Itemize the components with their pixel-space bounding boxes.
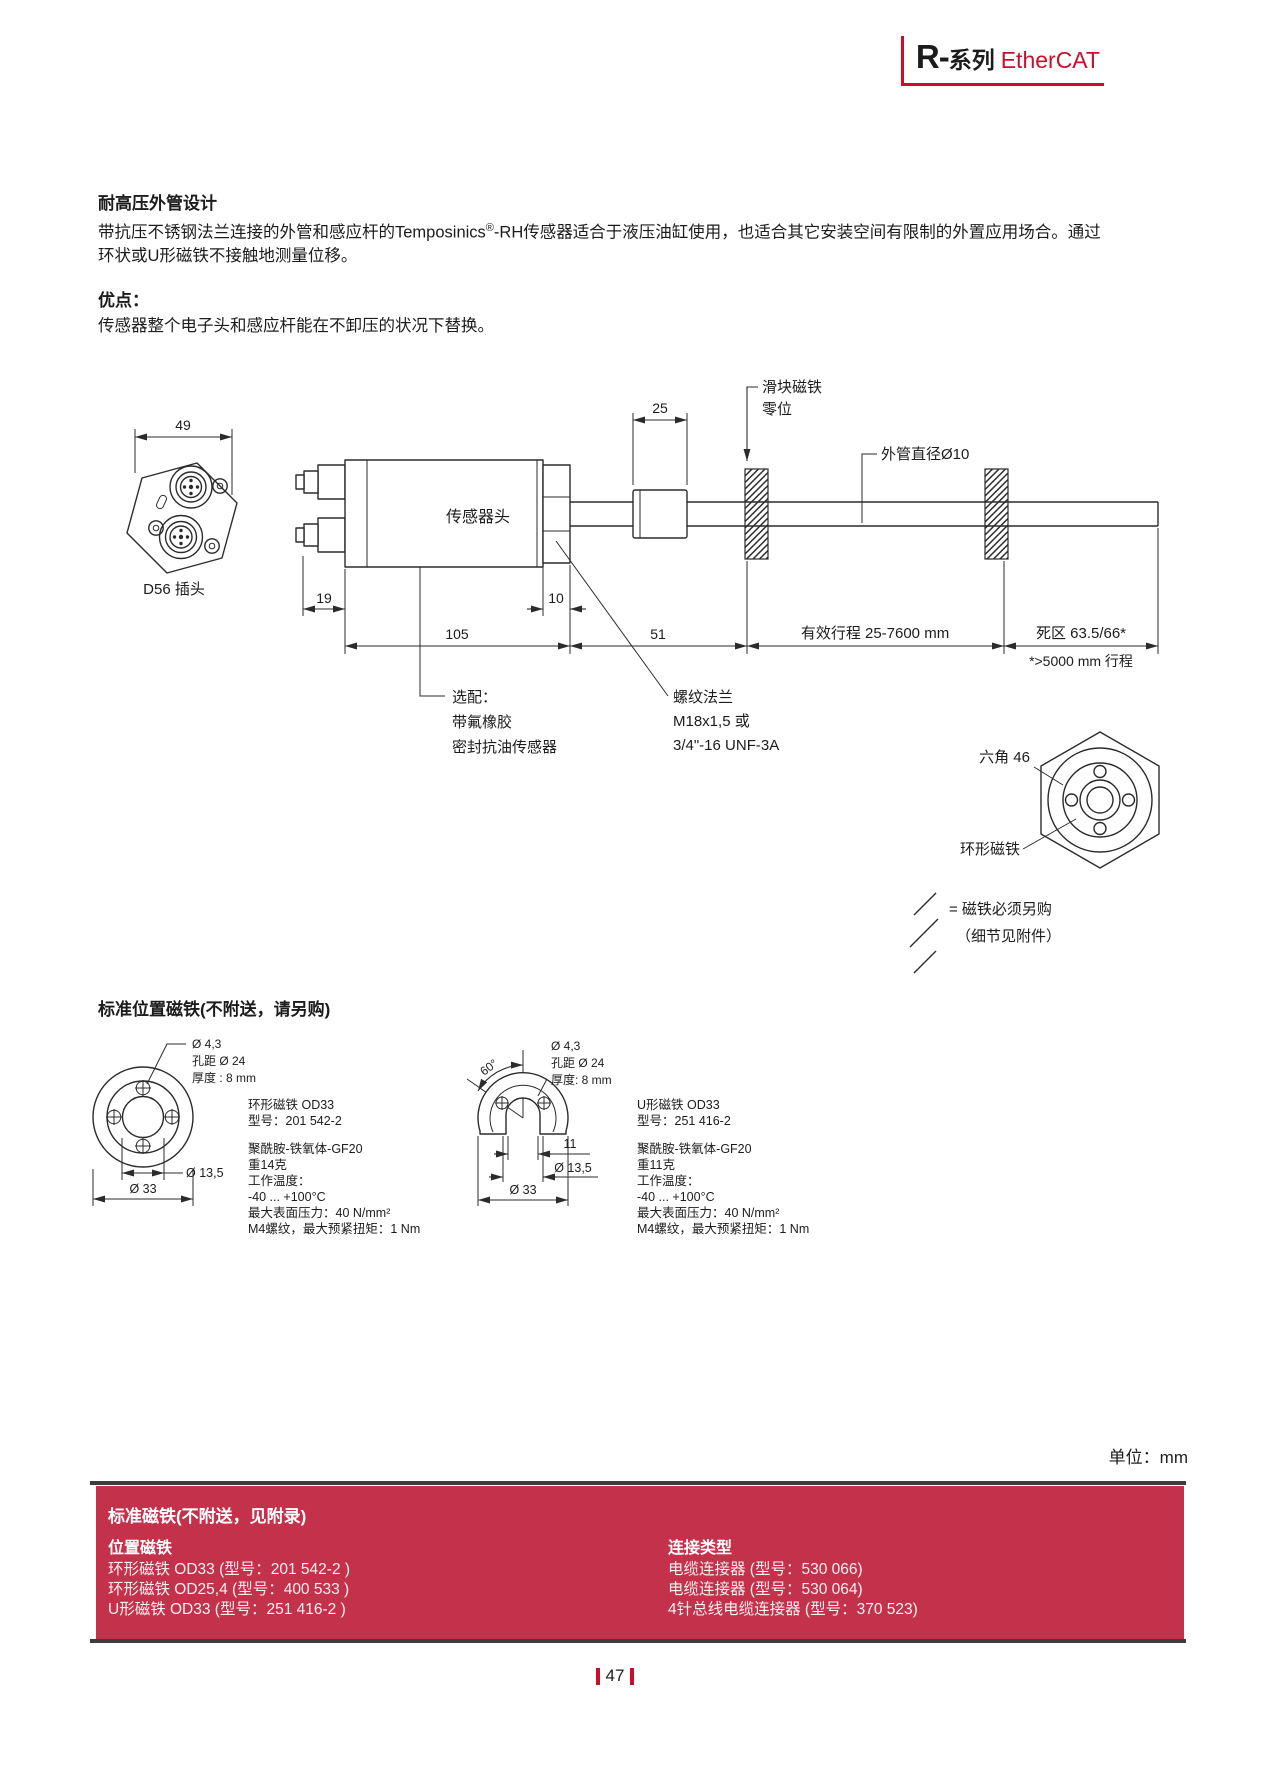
- position-magnet-symbol-end: [984, 468, 1009, 560]
- u-temp-label: 工作温度：: [637, 1174, 700, 1188]
- ring-temp-range: -40 ... +100°C: [248, 1190, 326, 1204]
- position-magnet-item: U形磁铁 OD33 (型号：251 416-2 ): [108, 1601, 346, 1618]
- product-name: EtherCAT: [1000, 47, 1100, 73]
- ring-magnet-specs: 环形磁铁 OD33 型号：201 542-2 聚酰胺-铁氧体-GF20 重14克…: [248, 1097, 420, 1237]
- ring-pitch-dia: 孔距 Ø 24: [192, 1054, 246, 1068]
- ring-outer-dia: Ø 33: [129, 1182, 156, 1196]
- ring-thickness: 厚度 : 8 mm: [192, 1070, 256, 1085]
- dim-105: 105: [445, 626, 469, 642]
- u-magnet-specs: U形磁铁 OD33 型号：251 416-2 聚酰胺-铁氧体-GF20 重11克…: [637, 1097, 809, 1237]
- magnet-note: = 磁铁必须另购 （细节见附件）: [909, 892, 1061, 974]
- dead-zone-dim: 死区 63.5/66*: [1036, 625, 1126, 642]
- page-number-bar-right: [630, 1667, 635, 1685]
- magnet-section-heading: 标准位置磁铁(不附送，请另购): [98, 1000, 331, 1019]
- hex-46-label: 六角 46: [979, 749, 1030, 766]
- intro-paragraph-line2: 环状或U形磁铁不接触地测量位移。: [98, 247, 358, 265]
- sensor-technical-drawing: 49 D56 插头 传感器头: [126, 379, 1160, 974]
- u-name: U形磁铁 OD33: [637, 1098, 720, 1112]
- hatch-legend-icon: [909, 892, 939, 974]
- sensor-side-view: 传感器头: [295, 459, 1159, 568]
- d56-flange-front-view: 49 D56 插头: [126, 417, 238, 598]
- ring-material: 聚酰胺-铁氧体-GF20: [248, 1142, 363, 1156]
- ring-name: 环形磁铁 OD33: [248, 1098, 335, 1112]
- pipe-diameter-label: 外管直径Ø10: [881, 446, 969, 463]
- position-magnet-item: 环形磁铁 OD33 (型号：201 542-2 ): [108, 1561, 351, 1578]
- stroke-footnote: *>5000 mm 行程: [1029, 653, 1133, 669]
- position-magnet-item: 环形磁铁 OD25,4 (型号：400 533 ): [108, 1581, 350, 1598]
- stroke-length-dim: 有效行程 25-7600 mm: [801, 625, 949, 642]
- ring-hole-dia: Ø 4,3: [192, 1037, 222, 1051]
- u-thickness: 厚度: 8 mm: [551, 1072, 612, 1087]
- benefits-heading: 优点：: [98, 291, 149, 310]
- footer-rule-top: [90, 1481, 1186, 1485]
- units-note: 单位：mm: [1108, 1448, 1188, 1467]
- magnet-drawings: Ø 4,3 孔距 Ø 24 厚度 : 8 mm Ø 13,5 Ø 33 60° …: [92, 1037, 612, 1206]
- dim-51: 51: [650, 626, 666, 642]
- benefits-text: 传感器整个电子头和感应杆能在不卸压的状况下替换。: [98, 317, 494, 335]
- page-number-bar-left: [595, 1667, 600, 1685]
- u-magnet-drawing: 60° Ø 4,3 孔距 Ø 24 厚度: 8 mm 11 Ø 13,5 Ø 3…: [466, 1039, 612, 1206]
- u-hole-dia: Ø 4,3: [551, 1039, 581, 1053]
- page-number: 47: [0, 1666, 1230, 1686]
- footer-box-title: 标准磁铁(不附送，见附录): [108, 1507, 307, 1526]
- slider-magnet-label-2: 零位: [762, 401, 792, 418]
- d56-label: D56 插头: [143, 581, 205, 598]
- ring-inner-dia: Ø 13,5: [186, 1166, 224, 1180]
- connection-type-item: 4针总线电缆连接器 (型号：370 523): [668, 1601, 918, 1618]
- hex-end-view: 六角 46 环形磁铁: [960, 731, 1160, 869]
- footer-rule-bottom: [90, 1639, 1186, 1643]
- series-label: 系列: [948, 47, 995, 73]
- option-label-3: 密封抗油传感器: [452, 739, 557, 756]
- registered-mark: ®: [485, 222, 494, 234]
- magnet-note-text-1: = 磁铁必须另购: [949, 901, 1052, 918]
- ring-pressure: 最大表面压力：40 N/mm²: [248, 1206, 391, 1220]
- u-temp-range: -40 ... +100°C: [637, 1190, 715, 1204]
- option-label-1: 选配：: [452, 689, 497, 706]
- connection-type-heading: 连接类型: [668, 1540, 733, 1557]
- ring-weight: 重14克: [248, 1158, 287, 1172]
- ring-model: 型号：201 542-2: [248, 1114, 342, 1128]
- u-torque: M4螺纹，最大预紧扭矩：1 Nm: [637, 1222, 810, 1236]
- dim-10: 10: [548, 590, 564, 606]
- flange-screws: [148, 478, 228, 554]
- position-magnet-heading: 位置磁铁: [108, 1540, 173, 1557]
- u-slot-width: 11: [564, 1137, 577, 1151]
- thread-flange-label-3: 3/4"-16 UNF-3A: [673, 737, 779, 754]
- ring-magnet-callout: 环形磁铁: [960, 841, 1020, 858]
- connection-type-item: 电缆连接器 (型号：530 066): [668, 1561, 863, 1578]
- ring-magnet-drawing: Ø 4,3 孔距 Ø 24 厚度 : 8 mm Ø 13,5 Ø 33: [92, 1037, 256, 1206]
- intro-paragraph-line1: 带抗压不锈钢法兰连接的外管和感应杆的Temposinics®-RH传感器适合于液…: [98, 222, 1101, 242]
- u-angle-dim: 60°: [477, 1056, 500, 1078]
- thread-flange-label-2: M18x1,5 或: [673, 713, 750, 730]
- standard-magnet-box: 标准磁铁(不附送，见附录) 位置磁铁 环形磁铁 OD33 (型号：201 542…: [96, 1486, 1184, 1639]
- page-number-value: 47: [605, 1666, 625, 1685]
- dim-19: 19: [316, 590, 332, 606]
- sensor-head-label: 传感器头: [446, 508, 510, 526]
- dim-25: 25: [652, 400, 668, 416]
- u-pressure: 最大表面压力：40 N/mm²: [637, 1206, 780, 1220]
- slider-magnet-label-1: 滑块磁铁: [762, 379, 822, 396]
- callout-labels: 滑块磁铁 零位 外管直径Ø10 选配： 带氟橡胶 密封抗油传感器 螺纹法兰 M1…: [419, 379, 969, 756]
- dim-49: 49: [175, 417, 191, 433]
- magnet-note-text-2: （细节见附件）: [956, 928, 1061, 945]
- u-pitch-dia: 孔距 Ø 24: [551, 1056, 605, 1070]
- u-material: 聚酰胺-铁氧体-GF20: [637, 1142, 752, 1156]
- option-label-2: 带氟橡胶: [452, 714, 512, 731]
- series-letter: R-: [915, 38, 950, 75]
- u-inner-dia: Ø 13,5: [554, 1161, 592, 1175]
- dimension-lines: 25 19 10 105 51 有效行程 25-7600 mm 死区 63.5/…: [302, 400, 1159, 669]
- connection-type-item: 电缆连接器 (型号：530 064): [668, 1581, 863, 1598]
- ring-temp-label: 工作温度：: [248, 1174, 311, 1188]
- u-outer-dia: Ø 33: [509, 1183, 536, 1197]
- position-magnet-symbol: [744, 468, 769, 560]
- u-model: 型号：251 416-2: [637, 1114, 731, 1128]
- u-weight: 重11克: [637, 1158, 675, 1172]
- thread-flange-label-1: 螺纹法兰: [673, 689, 733, 706]
- design-heading: 耐高压外管设计: [98, 194, 217, 213]
- ring-torque: M4螺纹，最大预紧扭矩：1 Nm: [248, 1222, 421, 1236]
